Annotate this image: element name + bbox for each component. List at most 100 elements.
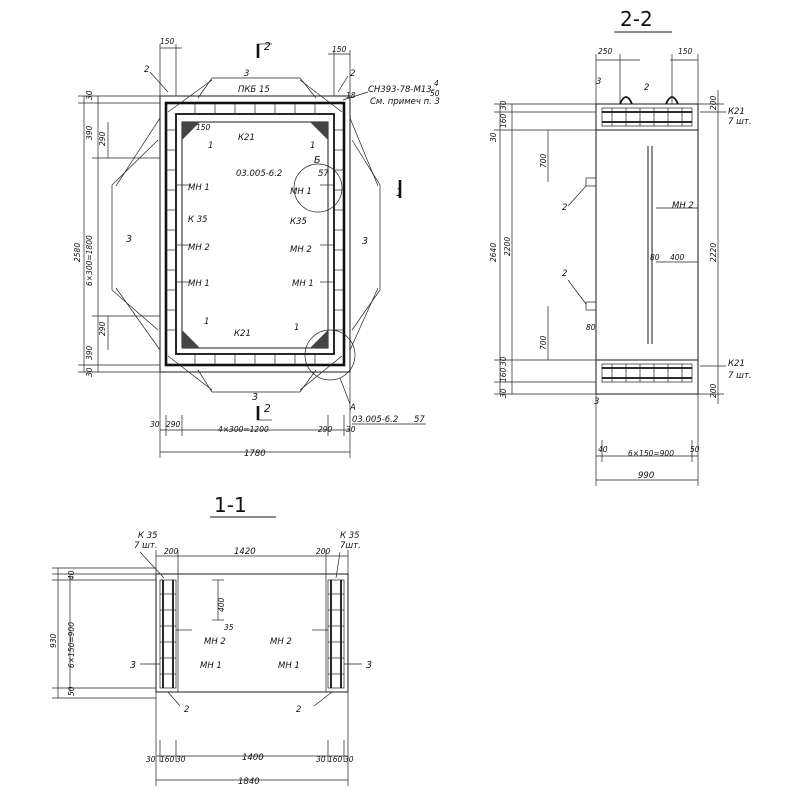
s11-dim-40: 40 [67,570,76,580]
s11-mn2-right: МН 2 [270,637,292,647]
s22-top-cage [601,107,693,127]
mn1-right-top: МН 1 [290,187,312,197]
s11-dim-30-r: 30 [316,755,326,764]
s11-mn1-left: МН 1 [200,661,222,671]
s11-dim-400: 400 [217,597,226,612]
k21-bottom: К21 [234,329,251,339]
dim-290-right: 290 [318,425,333,434]
cut-label-1: 1 [396,187,403,199]
pos-3-left: 3 [126,234,132,245]
mn1-right-bottom: МН 1 [292,279,314,289]
corner-haunch [182,330,200,348]
bent-bar-left [111,139,159,331]
plan-dims-bottom [159,372,351,458]
s11-pcs-right: 7шт. [340,541,361,551]
cut-label-2-bottom: 2 [264,403,271,415]
s11-mn2-left: МН 2 [204,637,226,647]
s22-dim-80b: 80 [586,323,596,332]
s22-outline [595,103,699,395]
dim-1780: 1780 [244,449,266,459]
s22-pcs-top: 7 шт. [728,117,752,127]
s22-dim-50: 50 [690,445,700,454]
a-ref-num: 57 [414,415,425,425]
s22-pos-3-top: 3 [596,77,601,87]
plan-outer-contour [159,95,351,373]
s22-dim-2220: 2220 [709,243,718,262]
dim-4x300: 4×300=1200 [218,425,269,434]
s11-dim-160-r: 160 [328,755,343,764]
s11-k35-left: К 35 [138,531,158,541]
pos-3-right: 3 [362,236,368,247]
b-ref-num: 57 [318,169,329,179]
s11-left-cage [159,579,177,689]
detail-b-circle [293,163,343,213]
s22-dim-2200: 2200 [503,237,512,256]
pos-3-top: 3 [244,69,249,79]
s11-pos-2-right: 2 [296,705,301,715]
s22-dim-30-top: 30 [499,100,508,110]
pos-3-bottom: 3 [252,392,258,403]
k21-top: К21 [238,133,255,143]
s22-dim-400: 400 [670,253,685,262]
dim-150-inner: 150 [196,123,211,132]
bent-bar-bottom [197,369,317,393]
s11-pos-2-left: 2 [184,705,189,715]
s11-mn1-right: МН 1 [278,661,300,671]
section-1-1-title: 1-1 [214,493,247,517]
section-2-2: 2-2 [489,7,752,486]
pos-1-b: 1 [310,141,315,151]
standard-frac-den: 50 [430,89,440,98]
corner-haunch [310,330,328,348]
s11-dim-50: 50 [67,686,76,696]
s11-dim-30-l2: 30 [176,755,186,764]
pos-1-c: 1 [204,317,209,327]
pos-2-left: 2 [144,65,149,75]
detail-a-circle [304,329,356,381]
dim-30-bottom: 30 [85,367,94,377]
standard-frac-num: 4 [434,79,439,88]
s11-pos-3-left: 3 [130,660,136,671]
s22-dim-30b: 30 [489,132,498,142]
dim-30-left: 30 [150,420,160,429]
s22-dim-160-bottom: 160 [499,367,508,382]
s22-dim-6x150: 6×150=900 [628,449,674,458]
standard-ref: СН393-78-М13- [368,85,435,95]
k35-right: К35 [290,217,307,227]
s11-inner [177,573,327,693]
s11-right-cage [327,579,345,689]
s11-dim-30-l: 30 [146,755,156,764]
plan-dims-left [78,95,160,373]
s11-pcs-left: 7 шт. [134,541,158,551]
s22-pos-3-bottom: 3 [594,397,599,407]
s22-dim-700-top: 700 [539,153,548,168]
s11-dims-left [52,567,156,699]
pos-1-d: 1 [294,323,299,333]
dim-6x300: 6×300=1800 [85,235,94,286]
pkb-label: ПКБ 15 [238,85,270,95]
s11-dim-1840: 1840 [238,777,260,787]
mn2-left: МН 2 [188,243,210,253]
s22-dim-990: 990 [638,471,654,481]
corner-haunch [310,122,328,140]
s22-bottom-cage [601,363,693,383]
dim-390-bottom: 390 [85,345,94,360]
s11-pos-3-right: 3 [366,660,372,671]
cut-label-2-top: 2 [264,41,271,53]
s22-dim-250: 250 [598,47,613,56]
s22-lift-loop [619,96,633,105]
s11-dim-200-left: 200 [164,547,179,556]
bent-bar-top [197,77,317,99]
mn2-right: МН 2 [290,245,312,255]
s11-dims-top [155,550,349,621]
s22-dim-2640: 2640 [489,243,498,262]
b-ref: 03.005-6.2 [236,169,282,179]
see-note: См. примеч п. 3 [370,97,440,107]
b-label: Б [314,155,321,166]
s11-dim-35: 35 [224,623,234,632]
s22-dim-200-top: 200 [709,95,718,110]
s11-dim-1400: 1400 [242,753,264,763]
s22-dim-700-bottom: 700 [539,335,548,350]
s22-k21-top: К21 [728,107,745,117]
dim-290-bottom: 290 [98,321,107,336]
